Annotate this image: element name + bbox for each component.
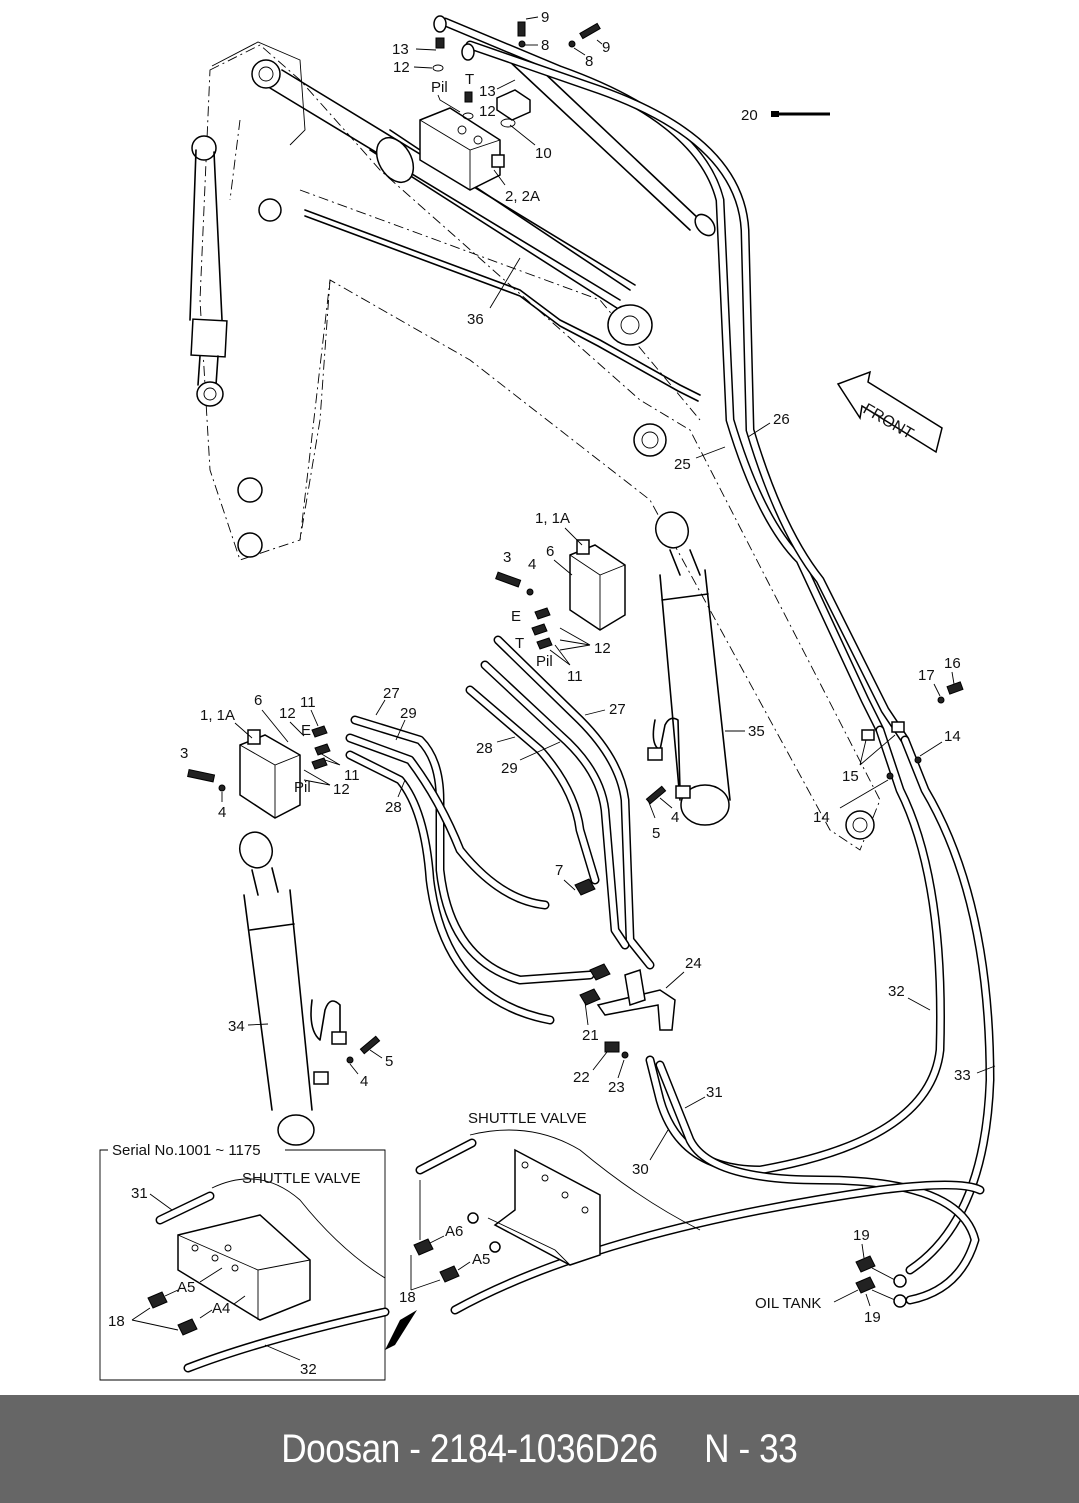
oil-tank-fittings	[855, 1255, 907, 1308]
label-13: 13	[392, 41, 409, 58]
label-11: 11	[567, 668, 583, 685]
label-31: 31	[706, 1084, 723, 1101]
label-pil: Pil	[294, 779, 311, 796]
hoses-27-28-29-right	[465, 635, 655, 970]
label-29: 29	[400, 705, 417, 722]
footer-part-number: Doosan - 2184-1036D26 N - 33	[281, 1426, 798, 1471]
cylinder-34	[239, 831, 381, 1146]
label-14: 14	[813, 809, 830, 826]
label-23: 23	[608, 1079, 625, 1096]
label-11: 11	[300, 694, 316, 711]
inset-serial-title: Serial No.1001 ~ 1175	[112, 1142, 261, 1159]
label-27: 27	[609, 701, 626, 718]
label-3: 3	[503, 549, 511, 566]
label-18: 18	[399, 1289, 416, 1306]
label-a6: A6	[445, 1223, 463, 1240]
label-12: 12	[594, 640, 611, 657]
label-13: 13	[479, 83, 496, 100]
inset-label-18: 18	[108, 1313, 125, 1330]
label-19: 19	[853, 1227, 870, 1244]
label-12: 12	[393, 59, 410, 76]
item-20-cable-tie	[771, 111, 830, 117]
label-12: 12	[479, 103, 496, 120]
label-1-1a: 1, 1A	[200, 707, 235, 724]
shuttle-valve-bracket	[413, 1129, 701, 1283]
callout-labels: 9 8 9 8 13 12 Pil T 13 12 10 2, 2A 20 36…	[108, 9, 996, 1378]
top-valve-block	[419, 15, 601, 191]
label-29: 29	[501, 760, 518, 777]
label-20: 20	[741, 107, 758, 124]
label-17: 17	[918, 667, 935, 684]
label-19: 19	[864, 1309, 881, 1326]
label-9: 9	[602, 39, 610, 56]
label-28: 28	[476, 740, 493, 757]
label-6: 6	[254, 692, 262, 709]
label-e: E	[511, 608, 521, 625]
items-16-17	[861, 681, 964, 780]
label-10: 10	[535, 145, 552, 162]
right-control-valve	[495, 539, 626, 650]
label-5: 5	[385, 1053, 393, 1070]
label-7: 7	[555, 862, 563, 879]
cylinder-35	[645, 511, 731, 826]
label-30: 30	[632, 1161, 649, 1178]
label-35: 35	[748, 723, 765, 740]
label-1-1a: 1, 1A	[535, 510, 570, 527]
label-2-2a: 2, 2A	[505, 188, 540, 205]
inset-pointer	[385, 1310, 417, 1350]
label-pil: Pil	[431, 79, 448, 96]
label-21: 21	[582, 1027, 599, 1044]
hydraulic-parts-diagram: FRONT	[99, 9, 996, 1381]
label-32: 32	[888, 983, 905, 1000]
upper-left-cylinder	[189, 149, 228, 407]
inset-label-a5: A5	[177, 1279, 195, 1296]
inset-label-32: 32	[300, 1361, 317, 1378]
label-34: 34	[228, 1018, 245, 1035]
label-4: 4	[218, 804, 226, 821]
footer-bar: Doosan - 2184-1036D26 N - 33	[0, 1395, 1079, 1503]
left-control-valve	[187, 725, 331, 819]
inset-shuttle-valve: SHUTTLE VALVE	[242, 1170, 361, 1187]
label-9: 9	[541, 9, 549, 26]
hoses-30-31-32-33	[450, 725, 995, 1315]
label-t: T	[465, 71, 474, 88]
label-t: T	[515, 635, 524, 652]
front-arrow: FRONT	[836, 370, 943, 454]
hoses-27-28-29-left	[345, 715, 595, 1025]
label-4: 4	[671, 809, 679, 826]
label-4: 4	[528, 556, 536, 573]
bracket-24	[574, 878, 676, 1059]
label-24: 24	[685, 955, 702, 972]
label-28: 28	[385, 799, 402, 816]
label-6: 6	[546, 543, 554, 560]
label-12: 12	[333, 781, 350, 798]
label-26: 26	[773, 411, 790, 428]
inset-label-31: 31	[131, 1185, 148, 1202]
label-27: 27	[383, 685, 400, 702]
label-12: 12	[279, 705, 296, 722]
label-22: 22	[573, 1069, 590, 1086]
label-shuttle-valve: SHUTTLE VALVE	[468, 1110, 587, 1127]
label-4: 4	[360, 1073, 368, 1090]
label-oil-tank: OIL TANK	[755, 1295, 821, 1312]
label-36: 36	[467, 311, 484, 328]
label-8: 8	[541, 37, 549, 54]
label-a5: A5	[472, 1251, 490, 1268]
boom-cylinder	[269, 49, 716, 402]
label-e: E	[301, 722, 311, 739]
label-33: 33	[954, 1067, 971, 1084]
label-16: 16	[944, 655, 961, 672]
label-11: 11	[344, 767, 360, 784]
label-8: 8	[585, 53, 593, 70]
inset-label-a4: A4	[212, 1300, 230, 1317]
label-15: 15	[842, 768, 859, 785]
label-3: 3	[180, 745, 188, 762]
label-25: 25	[674, 456, 691, 473]
label-14: 14	[944, 728, 961, 745]
label-5: 5	[652, 825, 660, 842]
label-pil: Pil	[536, 653, 553, 670]
boom-outline	[191, 41, 881, 851]
serial-inset	[99, 1149, 417, 1381]
hoses-25-26	[440, 17, 910, 745]
